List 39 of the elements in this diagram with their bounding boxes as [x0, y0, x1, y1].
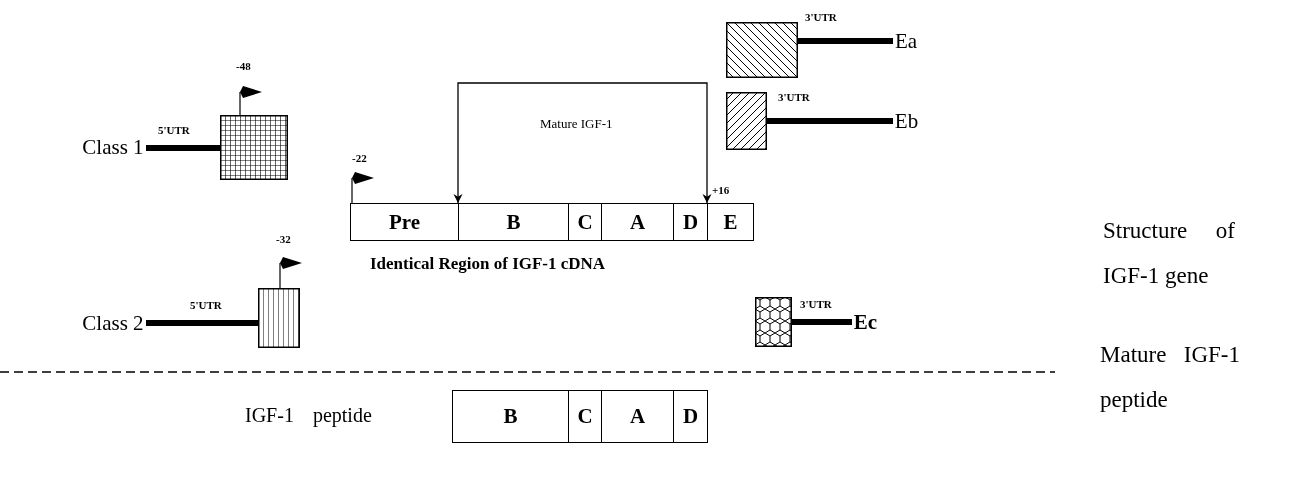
- segment-box: B: [452, 390, 569, 443]
- utr-line: [146, 320, 258, 326]
- hatched-exon-box: [726, 22, 798, 78]
- side-caption: Mature IGF-1 peptide: [1100, 341, 1240, 414]
- segment-box: D: [673, 203, 708, 241]
- segment-box: E: [707, 203, 754, 241]
- segment-box: Pre: [350, 203, 459, 241]
- utr-line: [146, 145, 220, 151]
- peptide-label: IGF-1 peptide: [245, 404, 372, 426]
- utr-line: [792, 319, 852, 325]
- segment-box: C: [568, 203, 602, 241]
- bracket-arrow: [453, 82, 712, 204]
- hatched-exon-box: [220, 115, 288, 180]
- position-label: -48: [236, 60, 251, 73]
- class-label: Class 2: [80, 311, 146, 336]
- segment-box: A: [601, 390, 674, 443]
- utr-line: [767, 118, 893, 124]
- segment-box: D: [673, 390, 708, 443]
- position-label: -32: [276, 233, 291, 246]
- position-label: +16: [712, 184, 730, 197]
- class-label: Class 1: [80, 135, 146, 160]
- segment-box: C: [568, 390, 602, 443]
- edge-label: 5'UTR: [158, 124, 190, 137]
- edge-label: 3'UTR: [805, 11, 837, 24]
- position-label: -22: [352, 152, 367, 165]
- region-caption: Identical Region of IGF-1 cDNA: [370, 255, 606, 274]
- hatched-exon-box: [755, 297, 792, 347]
- utr-line: [798, 38, 893, 44]
- exon-name: Ec: [852, 310, 879, 335]
- exon-name: Ea: [893, 29, 919, 54]
- segment-box: B: [458, 203, 569, 241]
- edge-label: 3'UTR: [800, 298, 832, 311]
- exon-name: Eb: [893, 109, 920, 134]
- edge-label: 5'UTR: [190, 299, 222, 312]
- segment-box: A: [601, 203, 674, 241]
- edge-label: 3'UTR: [778, 91, 810, 104]
- hatched-exon-box: [258, 288, 300, 348]
- hatched-exon-box: [726, 92, 767, 150]
- side-caption: Structure of IGF-1 gene: [1103, 217, 1235, 290]
